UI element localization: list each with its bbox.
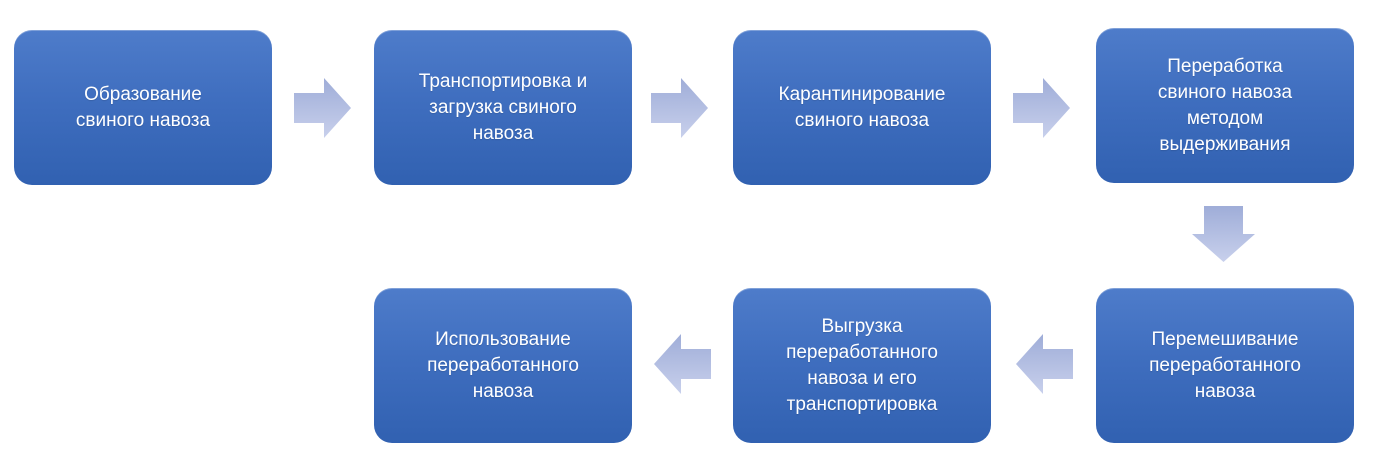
arrow-down-icon — [1192, 206, 1255, 262]
flow-step-3-label: Карантинирование свиного навоза — [778, 83, 946, 131]
flow-step-7-usage: Использование переработанного навоза — [374, 288, 632, 443]
arrow-left-icon — [1016, 334, 1073, 394]
flow-step-7-label: Использование переработанного навоза — [427, 328, 579, 402]
flow-step-2-transport-loading: Транспортировка и загрузка свиного навоз… — [374, 30, 632, 185]
arrow-right-icon — [1013, 78, 1070, 138]
flow-step-5-mixing: Перемешивание переработанного навоза — [1096, 288, 1354, 443]
flow-step-4-label: Переработка свиного навоза методом выдер… — [1157, 55, 1293, 155]
flow-step-1-formation: Образование свиного навоза — [14, 30, 272, 185]
arrow-left-icon — [654, 334, 711, 394]
flow-step-4-processing: Переработка свиного навоза методом выдер… — [1096, 28, 1354, 183]
flow-step-2-label: Транспортировка и загрузка свиного навоз… — [418, 70, 588, 144]
flow-step-5-label: Перемешивание переработанного навоза — [1149, 328, 1301, 402]
arrow-right-icon — [294, 78, 351, 138]
flow-step-3-quarantine: Карантинирование свиного навоза — [733, 30, 991, 185]
flow-step-6-unloading: Выгрузка переработанного навоза и его тр… — [733, 288, 991, 443]
arrow-right-icon — [651, 78, 708, 138]
flow-step-6-label: Выгрузка переработанного навоза и его тр… — [786, 315, 938, 415]
flow-step-1-label: Образование свиного навоза — [75, 83, 211, 131]
